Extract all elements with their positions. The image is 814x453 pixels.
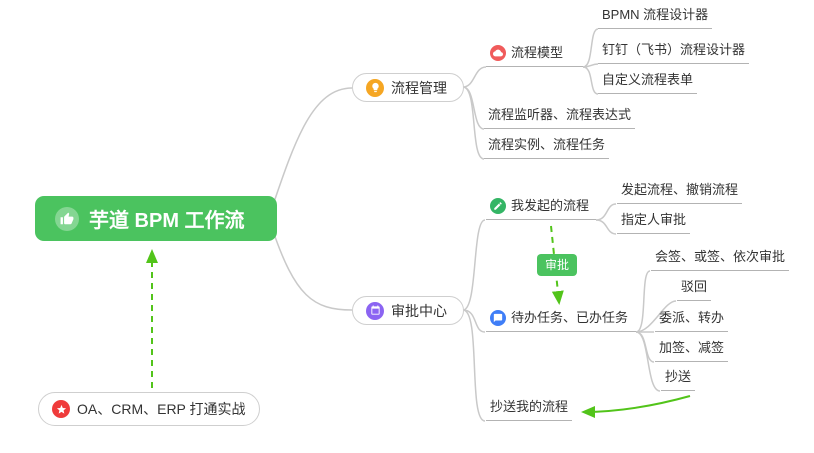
- node-label: 发起流程、撤销流程: [621, 182, 739, 197]
- node-todo-done-tasks[interactable]: 待办任务、已办任务: [486, 310, 636, 332]
- node-label: 我发起的流程: [511, 198, 590, 213]
- node-label: 会签、或签、依次审批: [655, 249, 786, 264]
- node-label: 抄送: [665, 369, 692, 384]
- node-oa-crm-erp[interactable]: OA、CRM、ERP 打通实战: [38, 392, 260, 426]
- node-cc[interactable]: 抄送: [661, 369, 696, 391]
- node-approval-center[interactable]: 审批中心: [352, 296, 464, 325]
- node-initiate-cancel-process[interactable]: 发起流程、撤销流程: [617, 182, 743, 204]
- node-countersign-orsign-sequential[interactable]: 会签、或签、依次审批: [651, 249, 790, 271]
- node-instance-task[interactable]: 流程实例、流程任务: [484, 137, 610, 159]
- node-process-model[interactable]: 流程模型: [486, 45, 583, 67]
- node-add-reduce-sign[interactable]: 加签、减签: [655, 340, 729, 362]
- node-label: 驳回: [681, 279, 708, 294]
- lightbulb-icon: [366, 78, 384, 97]
- node-my-initiated-process[interactable]: 我发起的流程: [486, 198, 596, 220]
- node-custom-form[interactable]: 自定义流程表单: [598, 72, 698, 94]
- node-label: 抄送我的流程: [490, 399, 569, 414]
- cloud-icon: [490, 45, 506, 61]
- node-label: 流程管理: [391, 79, 447, 96]
- node-listener-expression[interactable]: 流程监听器、流程表达式: [484, 107, 636, 129]
- chat-icon: [490, 310, 506, 326]
- relation-arrow-cc: [581, 395, 691, 418]
- node-label: 芋道 BPM 工作流: [89, 210, 245, 232]
- badge-label: 审批: [545, 258, 570, 272]
- node-reject[interactable]: 驳回: [677, 279, 712, 301]
- node-label: BPMN 流程设计器: [602, 7, 709, 22]
- thumbs-up-icon: [55, 206, 79, 231]
- node-label: 钉钉（飞书）流程设计器: [602, 42, 746, 57]
- node-label: 审批中心: [391, 302, 447, 319]
- node-label: 指定人审批: [621, 212, 687, 227]
- node-root[interactable]: 芋道 BPM 工作流: [35, 196, 277, 241]
- node-label: 流程模型: [511, 45, 564, 60]
- node-label: 委派、转办: [659, 310, 725, 325]
- node-dingtalk-feishu-designer[interactable]: 钉钉（飞书）流程设计器: [598, 42, 750, 64]
- node-bpmn-designer[interactable]: BPMN 流程设计器: [598, 7, 713, 29]
- node-label: 流程实例、流程任务: [488, 137, 606, 152]
- pencil-icon: [490, 198, 506, 214]
- node-designated-approver[interactable]: 指定人审批: [617, 212, 691, 234]
- node-label: 加签、减签: [659, 340, 725, 355]
- relation-label-approval[interactable]: 审批: [537, 254, 578, 276]
- node-label: 流程监听器、流程表达式: [488, 107, 632, 122]
- node-delegate-transfer[interactable]: 委派、转办: [655, 310, 729, 332]
- node-label: 自定义流程表单: [602, 72, 694, 87]
- node-label: 待办任务、已办任务: [511, 310, 629, 325]
- node-cc-my-process[interactable]: 抄送我的流程: [486, 399, 573, 421]
- star-icon: [52, 400, 70, 418]
- node-process-management[interactable]: 流程管理: [352, 73, 464, 102]
- node-label: OA、CRM、ERP 打通实战: [77, 401, 246, 417]
- calendar-icon: [366, 301, 384, 320]
